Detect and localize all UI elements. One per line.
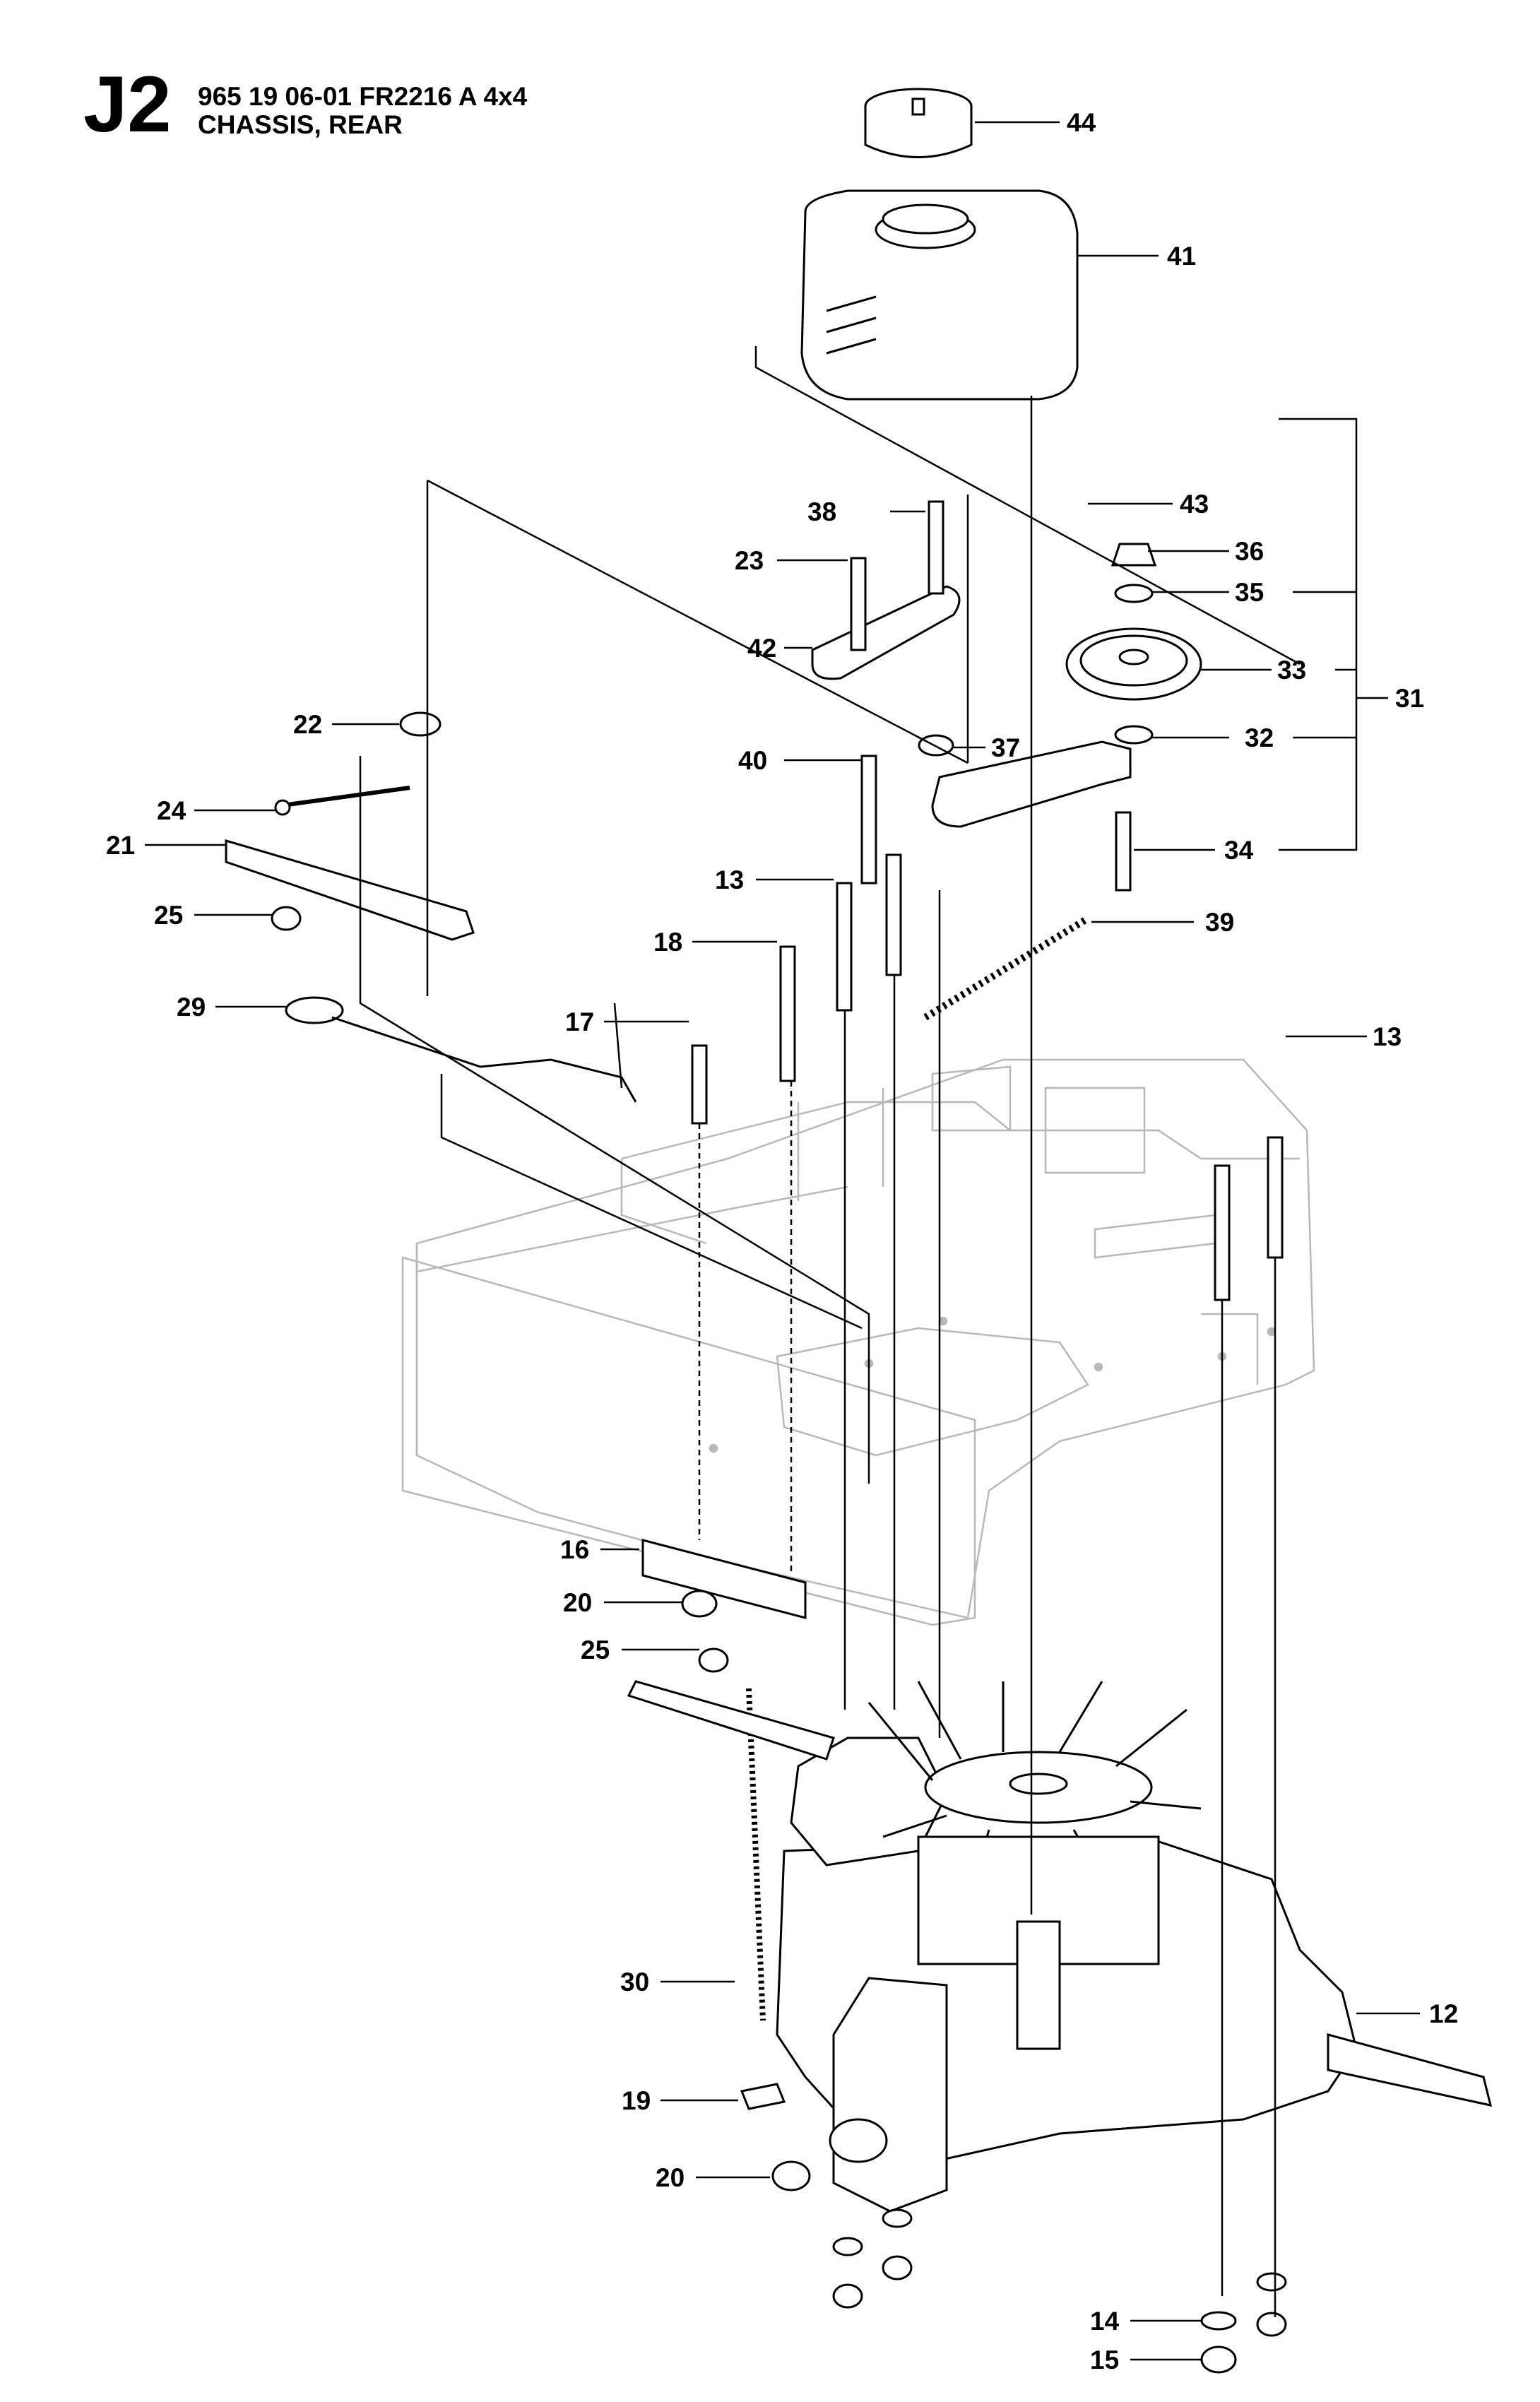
callout-labels: 44 41 43 38 23 36 35 33 32 — [106, 108, 1458, 2374]
linkage-rods — [225, 786, 1090, 2021]
rear-chassis-frame — [401, 1058, 1315, 1626]
callout-31: 31 — [1395, 684, 1424, 713]
callout-42: 42 — [747, 634, 776, 663]
callout-30: 30 — [620, 1968, 649, 1996]
callout-35: 35 — [1235, 578, 1264, 607]
callout-41: 41 — [1167, 242, 1196, 271]
hardware-parts — [271, 711, 1287, 2374]
callout-15: 15 — [1090, 2345, 1119, 2374]
callout-17: 17 — [565, 1007, 594, 1036]
callout-40: 40 — [738, 746, 767, 775]
callout-37: 37 — [991, 733, 1020, 762]
callout-33: 33 — [1277, 656, 1306, 685]
section-title: CHASSIS, REAR — [198, 110, 403, 139]
upper-brackets — [691, 500, 1284, 1301]
callout-29: 29 — [177, 993, 206, 1022]
leader-31 — [1279, 418, 1388, 851]
callout-36: 36 — [1235, 537, 1264, 566]
fuel-cap — [864, 88, 973, 158]
model-number: 965 19 06-01 FR2216 A 4x4 — [198, 82, 528, 111]
fuel-tank — [800, 189, 1079, 401]
callout-43: 43 — [1180, 490, 1209, 519]
callout-38: 38 — [807, 497, 836, 526]
idler-pulley — [1065, 543, 1202, 745]
callout-34: 34 — [1224, 836, 1254, 865]
callout-20-lower: 20 — [656, 2163, 685, 2192]
page-code: J2 — [83, 60, 172, 148]
callout-32: 32 — [1245, 723, 1274, 752]
callout-25-lower: 25 — [581, 1635, 610, 1664]
callout-13-right: 13 — [1373, 1022, 1402, 1051]
callout-13-upper: 13 — [715, 865, 744, 894]
callout-24: 24 — [157, 796, 186, 825]
callout-39: 39 — [1205, 908, 1234, 937]
callout-19: 19 — [622, 2086, 651, 2115]
callout-18: 18 — [653, 928, 682, 957]
callout-23: 23 — [735, 546, 764, 575]
transaxle-assembly — [627, 1680, 1493, 2213]
callout-44: 44 — [1067, 108, 1096, 137]
callout-22: 22 — [293, 710, 322, 739]
callout-16: 16 — [560, 1535, 589, 1564]
callout-20-upper: 20 — [563, 1588, 592, 1617]
callout-21: 21 — [106, 831, 135, 860]
callout-25-upper: 25 — [154, 901, 183, 930]
callout-12: 12 — [1429, 1999, 1458, 2028]
alignment-lines — [359, 346, 1301, 2317]
callout-14: 14 — [1090, 2307, 1120, 2336]
